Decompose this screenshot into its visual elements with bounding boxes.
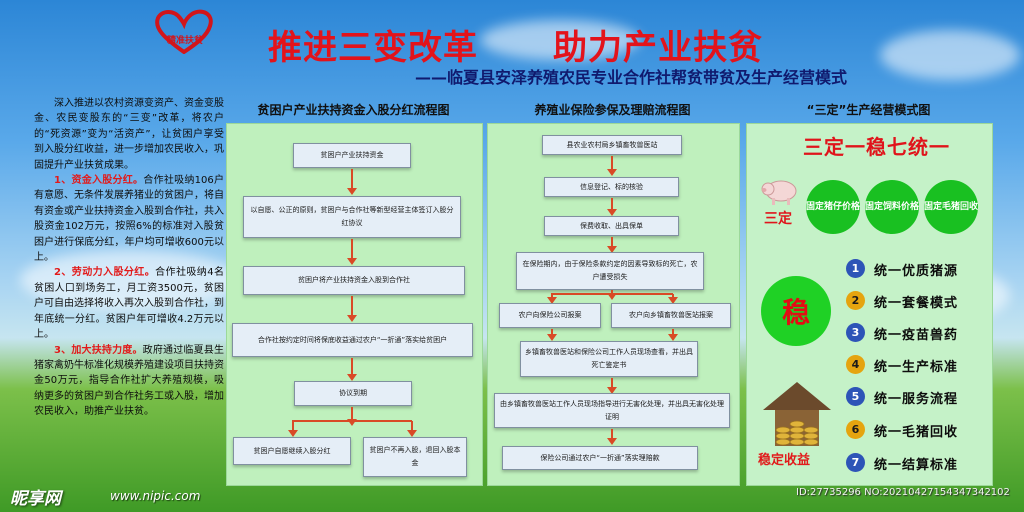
flow2-step-9: 保险公司通过农户“一折通”落实理赔款 (502, 446, 698, 470)
heart-logo-icon (155, 9, 213, 54)
flow-arrow (607, 378, 617, 394)
intro-paragraph: 2、劳动力入股分红。合作社吸纳4名贫困人口到场务工，月工资3500元，贫困户可自… (34, 265, 224, 342)
flow1-step-1: 贫困户产业扶持资金 (293, 143, 411, 168)
flow-arrow (347, 239, 357, 265)
flow2-step-4: 在保险期内，由于保险条款约定的因素导致标的死亡，农户遭受损失 (516, 252, 704, 290)
flow2-heading: 养殖业保险参保及理赔流程图 (534, 103, 691, 117)
flow1-step-6: 贫困户自愿继续入股分红 (233, 437, 351, 465)
house-coins-icon (763, 382, 831, 446)
stable-income-label: 稳定收益 (758, 453, 811, 468)
flow-arrow (288, 421, 298, 437)
page-title-left: 推进三变改革 (268, 28, 478, 68)
sanding-label: 三定 (764, 211, 792, 227)
flow-arrow (547, 329, 557, 341)
model-heading: “三定”生产经营模式图 (806, 103, 931, 117)
cloud (880, 30, 1020, 80)
flow-arrow (607, 156, 617, 176)
item-number-5: 5 (846, 387, 865, 406)
flow-arrow (547, 294, 557, 304)
unified-item-4: 统一生产标准 (874, 360, 959, 375)
flow1-heading: 贫困户产业扶持资金入股分红流程图 (257, 103, 450, 117)
intro-heading-2: 2、劳动力入股分红。 (54, 267, 156, 279)
cloud (20, 250, 240, 310)
logo-text: 精准扶贫 (166, 36, 203, 46)
flow-arrow (668, 329, 678, 341)
intro-body-2: 合作社吸纳4名贫困人口到场务工，月工资3500元，贫困户可自由选择将收入再次入股… (34, 267, 224, 341)
flow2-step-7: 乡镇畜牧兽医站和保险公司工作人员现场查看，并出具死亡鉴定书 (520, 341, 698, 377)
flow2-step-2: 信息登记、标的核验 (544, 177, 679, 197)
page-title-right: 助力产业扶贫 (553, 28, 763, 68)
flow2-step-8: 由乡镇畜牧兽医站工作人员现场指导进行无害化处理，并出具无害化处理证明 (494, 393, 730, 428)
flow1-step-7: 贫困户不再入股，退回入股本金 (363, 437, 467, 477)
flow-arrow (668, 294, 678, 304)
watermark-site-name: 昵享网 (10, 489, 61, 509)
pig-icon (761, 180, 797, 205)
intro-body-3: 政府通过临夏县生猪家禽奶牛标准化规模养殖建设项目扶持资金50万元，指导合作社扩大… (34, 344, 224, 418)
flow-arrow (607, 198, 617, 216)
intro-paragraph: 3、加大扶持力度。政府通过临夏县生猪家禽奶牛标准化规模养殖建设项目扶持资金50万… (34, 343, 224, 420)
flow2-step-5: 农户向保险公司报案 (499, 303, 601, 328)
flow-arrow (407, 421, 417, 437)
unified-item-1: 统一优质猪源 (874, 264, 959, 279)
item-number-2: 2 (846, 291, 865, 310)
watermark-url: www.nipic.com (110, 489, 201, 503)
flow2-step-6: 农户向乡镇畜牧兽医站报案 (611, 303, 731, 328)
flow-arrow (607, 429, 617, 445)
unified-item-5: 统一服务流程 (874, 392, 959, 407)
intro-heading-3: 3、加大扶持力度。 (54, 344, 143, 356)
unified-item-7: 统一结算标准 (874, 458, 959, 473)
item-number-1: 1 (846, 259, 865, 278)
intro-paragraph: 深入推进以农村资源变资产、资金变股金、农民变股东的“三变”改革，将农户的“死资源… (34, 98, 224, 171)
unified-item-6: 统一毛猪回收 (874, 425, 959, 440)
intro-paragraph: 1、资金入股分红。合作社吸纳106户有意愿、无条件发展养猪业的贫困户，将自有资金… (34, 173, 224, 265)
intro-heading-1: 1、资金入股分红。 (54, 175, 144, 187)
flow2-step-3: 保费收取、出具保单 (544, 216, 679, 236)
unified-item-3: 统一疫苗兽药 (874, 328, 959, 343)
flow1-step-2: 以自愿、公正的原则，贫困户与合作社等新型经营主体签订入股分红协议 (243, 196, 461, 238)
flow1-step-3: 贫困户将产业扶持资金入股到合作社 (243, 266, 465, 295)
fixed-hog-recovery-circle: 固定毛猪回收 (924, 180, 978, 234)
flow-arrow (347, 358, 357, 381)
flow-arrow (347, 296, 357, 322)
flow1-step-5: 协议到期 (294, 381, 412, 406)
flow1-step-4: 合作社按约定时间将保底收益通过农户“一折通”落实给贫困户 (232, 323, 473, 357)
intro-text-block: 深入推进以农村资源变资产、资金变股金、农民变股东的“三变”改革，将农户的“死资源… (34, 96, 224, 420)
watermark-id: ID:27735296 NO:20210427154347342102 (796, 487, 1010, 498)
cloud (480, 20, 640, 60)
model-title: 三定一稳七统一 (803, 135, 950, 159)
fixed-piglet-price-circle: 固定猪仔价格 (806, 180, 860, 234)
fixed-feed-price-circle: 固定饲料价格 (865, 180, 919, 234)
flow-arrow (607, 237, 617, 253)
intro-body-1: 合作社吸纳106户有意愿、无条件发展养猪业的贫困户，将自有资金或产业扶持资金入股… (34, 175, 224, 264)
item-number-6: 6 (846, 420, 865, 439)
unified-item-2: 统一套餐模式 (874, 296, 959, 311)
item-number-3: 3 (846, 323, 865, 342)
wen-circle: 稳 (761, 276, 831, 346)
item-number-7: 7 (846, 453, 865, 472)
page-subtitle: ——临夏县安泽养殖农民专业合作社帮贫带贫及生产经营模式 (415, 68, 848, 87)
flow-arrow (347, 169, 357, 195)
item-number-4: 4 (846, 355, 865, 374)
flow1-panel (226, 123, 483, 486)
flow-connector (347, 407, 357, 426)
flow-connector (607, 290, 617, 300)
flow2-step-1: 县农业农村局乡镇畜牧兽医站 (542, 135, 682, 155)
